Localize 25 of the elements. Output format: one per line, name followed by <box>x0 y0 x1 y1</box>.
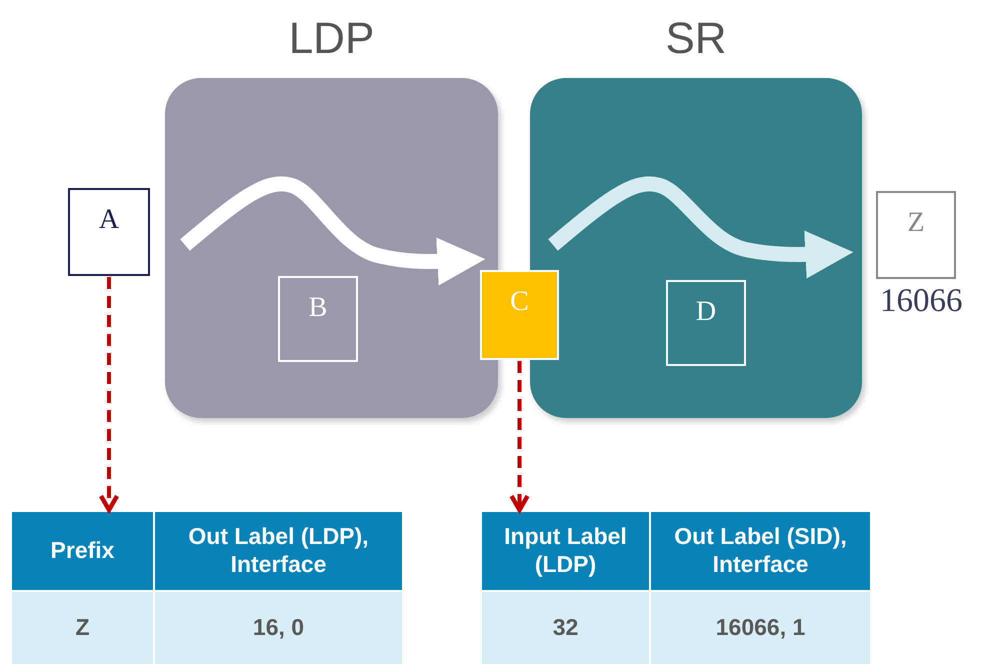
table-header-cell: Input Label (LDP) <box>482 512 649 590</box>
node-box <box>278 276 358 362</box>
routing-table <box>12 512 402 664</box>
node-caption: 16066 <box>880 283 962 320</box>
node-label: B <box>308 292 328 324</box>
node-box <box>68 188 150 276</box>
arrow <box>509 361 530 512</box>
table-cell: 32 <box>482 592 649 664</box>
table-cell: Z <box>12 592 153 664</box>
table-cell: 16, 0 <box>155 592 402 664</box>
region-heading: SR <box>664 14 728 64</box>
node-label: C <box>510 286 529 318</box>
table-cell: 16066, 1 <box>651 592 870 664</box>
table-header-cell: Prefix <box>12 512 153 590</box>
node-label: A <box>98 204 120 236</box>
node-label: D <box>696 296 716 328</box>
node-box <box>876 191 956 279</box>
region-heading: LDP <box>288 14 376 64</box>
routing-table <box>482 512 870 664</box>
arrow <box>98 277 120 512</box>
table-header-cell: Out Label (LDP), Interface <box>155 512 402 590</box>
table-header-cell: Out Label (SID), Interface <box>651 512 870 590</box>
node-label: Z <box>907 207 925 239</box>
node-box <box>480 270 559 360</box>
node-box <box>666 280 746 366</box>
